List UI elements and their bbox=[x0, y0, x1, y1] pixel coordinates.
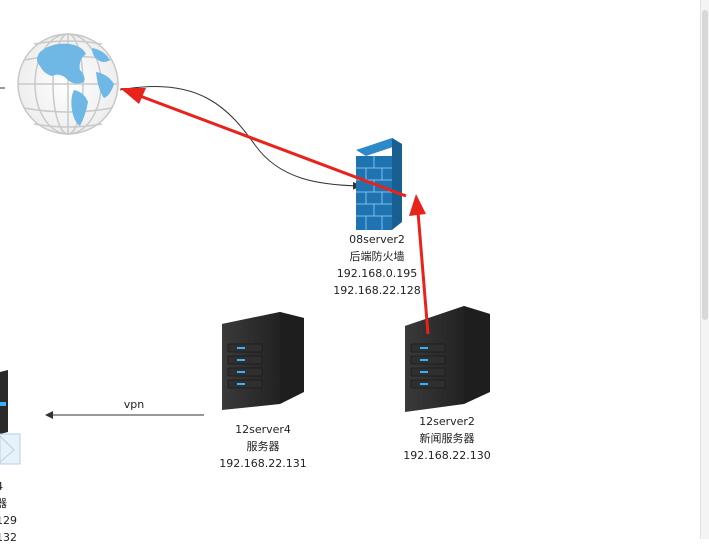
server4-label: 12server4 服务器 192.168.22.131 bbox=[219, 421, 306, 472]
vertical-scrollbar[interactable] bbox=[700, 0, 709, 539]
server4-ip: 192.168.22.131 bbox=[219, 457, 307, 470]
server4-role: 服务器 bbox=[246, 440, 280, 453]
vpn-label: vpn bbox=[123, 398, 145, 411]
partial-left-line-2: 器 bbox=[0, 497, 7, 510]
server4-name: 12server4 bbox=[235, 423, 291, 436]
partial-left-server-icon bbox=[0, 370, 8, 434]
partial-left-line-4: 132 bbox=[0, 531, 17, 544]
globe-to-firewall-connector bbox=[119, 85, 361, 190]
firewall-ip-1: 192.168.0.195 bbox=[336, 267, 418, 280]
partial-left-label: 4 器 129 132 bbox=[0, 478, 17, 546]
partial-left-line-3: 129 bbox=[0, 514, 17, 527]
server2-role: 新闻服务器 bbox=[419, 432, 475, 445]
server2-label: 12server2 新闻服务器 192.168.22.130 bbox=[403, 413, 490, 464]
envelope-icon bbox=[0, 433, 21, 465]
firewall-icon bbox=[356, 138, 402, 230]
server2-name: 12server2 bbox=[419, 415, 475, 428]
firewall-label: 08server2 后端防火墙 192.168.0.195 192.168.22… bbox=[333, 231, 420, 299]
server2-ip: 192.168.22.130 bbox=[403, 449, 491, 462]
firewall-role: 后端防火墙 bbox=[349, 250, 405, 263]
firewall-ip-2: 192.168.22.128 bbox=[333, 284, 421, 297]
partial-left-line-1: 4 bbox=[0, 478, 17, 495]
server2-icon bbox=[405, 306, 490, 412]
scrollbar-thumb[interactable] bbox=[702, 10, 708, 320]
red-arrow-firewall-to-globe bbox=[120, 88, 407, 198]
server4-icon bbox=[222, 312, 304, 410]
internet-globe-icon bbox=[17, 33, 119, 135]
firewall-name: 08server2 bbox=[349, 233, 405, 246]
red-arrow-server2-to-firewall bbox=[409, 194, 430, 335]
